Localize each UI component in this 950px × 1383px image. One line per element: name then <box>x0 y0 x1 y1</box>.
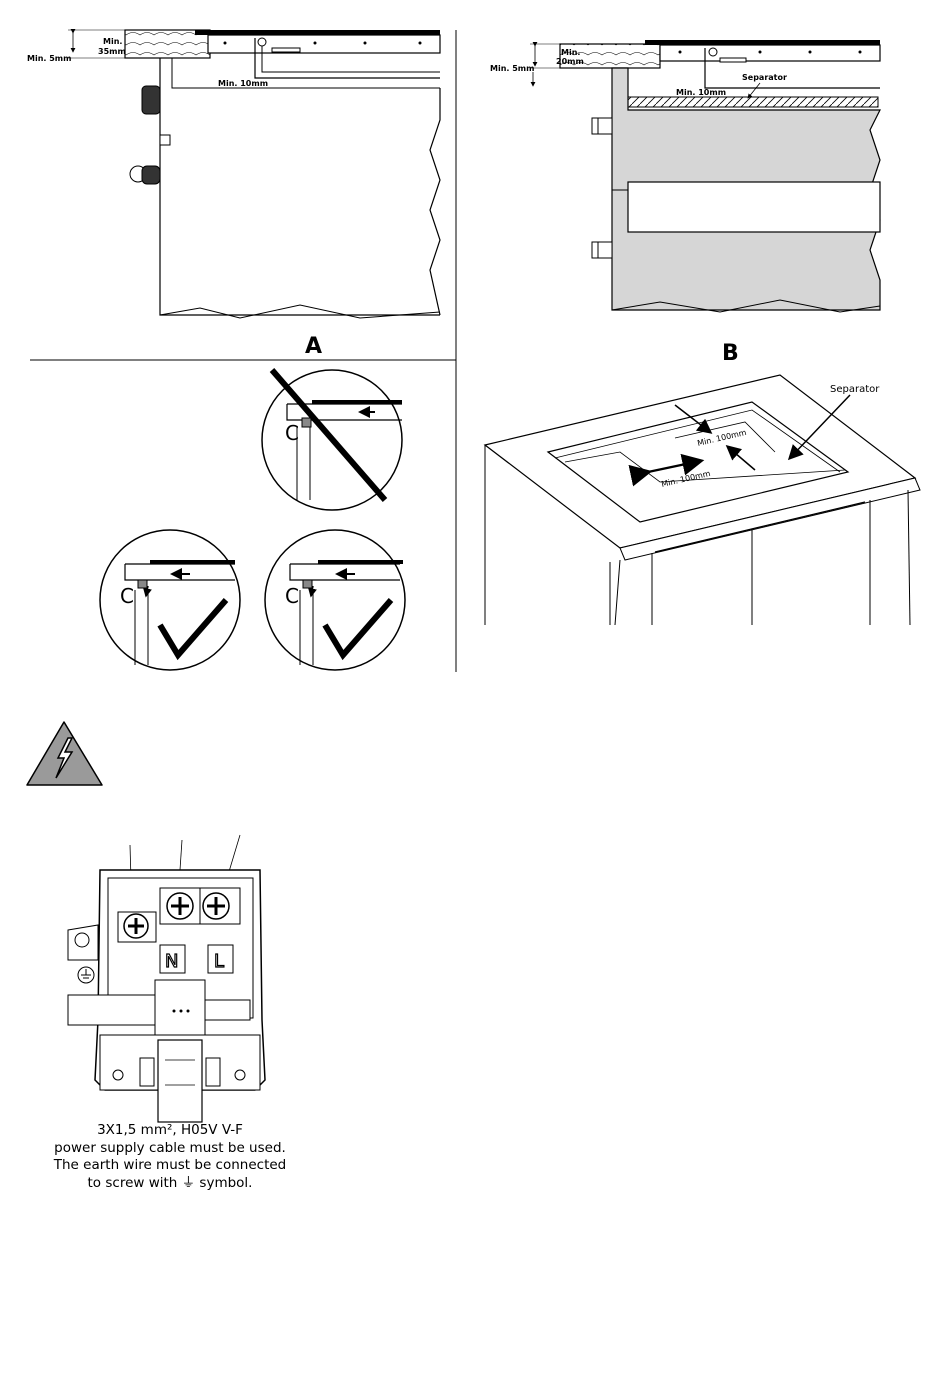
caption-line-3: The earth wire must be connected <box>30 1157 310 1175</box>
dim-top-a-line2: 35mm <box>98 47 126 56</box>
cabinet-a <box>160 58 440 315</box>
terminal-block: N L <box>68 835 265 1122</box>
dim-side-b: Min. 5mm <box>490 64 534 73</box>
caption-line-2: power supply cable must be used. <box>30 1140 310 1158</box>
dim-top-b-line1: Min. <box>561 48 580 57</box>
power-cable <box>158 1040 202 1122</box>
clip-incorrect: C <box>262 370 402 510</box>
caption-line-4: to screw with ⏚ symbol. <box>30 1175 310 1193</box>
clip-letter-2: C <box>120 584 134 608</box>
hob-frame-a <box>208 35 440 53</box>
screw-earth-icon <box>118 912 156 942</box>
cabinet-3d: Separator Min. 100mm Min. 100mm <box>485 375 920 625</box>
figure-a: Min. 35mm Min. 5mm Min. 10mm A <box>27 30 440 359</box>
screw-live-icon <box>200 888 240 924</box>
hob-glass-b <box>645 40 880 45</box>
separator-label-b: Separator <box>742 73 787 82</box>
clip-letter-1: C <box>285 421 299 445</box>
dim-top-b-line2: 20mm <box>556 57 584 66</box>
dim-side-a: Min. 5mm <box>27 54 71 63</box>
caption-line-1: 3X1,5 mm², H05V V-F <box>30 1122 310 1140</box>
neutral-label: N <box>165 951 178 972</box>
separator-label-3d: Separator <box>830 384 880 395</box>
electric-warning-icon <box>27 722 102 785</box>
dim-gap-a: Min. 10mm <box>218 79 268 88</box>
figure-b: Min. 20mm Min. 5mm Min. 10mm Separator B <box>490 40 880 366</box>
oven-knob-a <box>142 86 160 114</box>
cable-instruction-caption: 3X1,5 mm², H05V V-F power supply cable m… <box>30 1122 310 1192</box>
clip-correct-2: C <box>265 530 405 670</box>
figure-a-label: A <box>305 334 322 359</box>
clip-correct-1: C <box>100 530 240 670</box>
separator-b <box>628 97 878 107</box>
clip-letter-3: C <box>285 584 299 608</box>
screw-neutral-icon <box>160 888 200 924</box>
hob-glass-a <box>195 30 440 35</box>
figure-b-label: B <box>722 341 739 366</box>
dim-top-a-line1: Min. <box>103 37 122 46</box>
dim-gap-b: Min. 10mm <box>676 88 726 97</box>
live-label: L <box>214 951 224 972</box>
